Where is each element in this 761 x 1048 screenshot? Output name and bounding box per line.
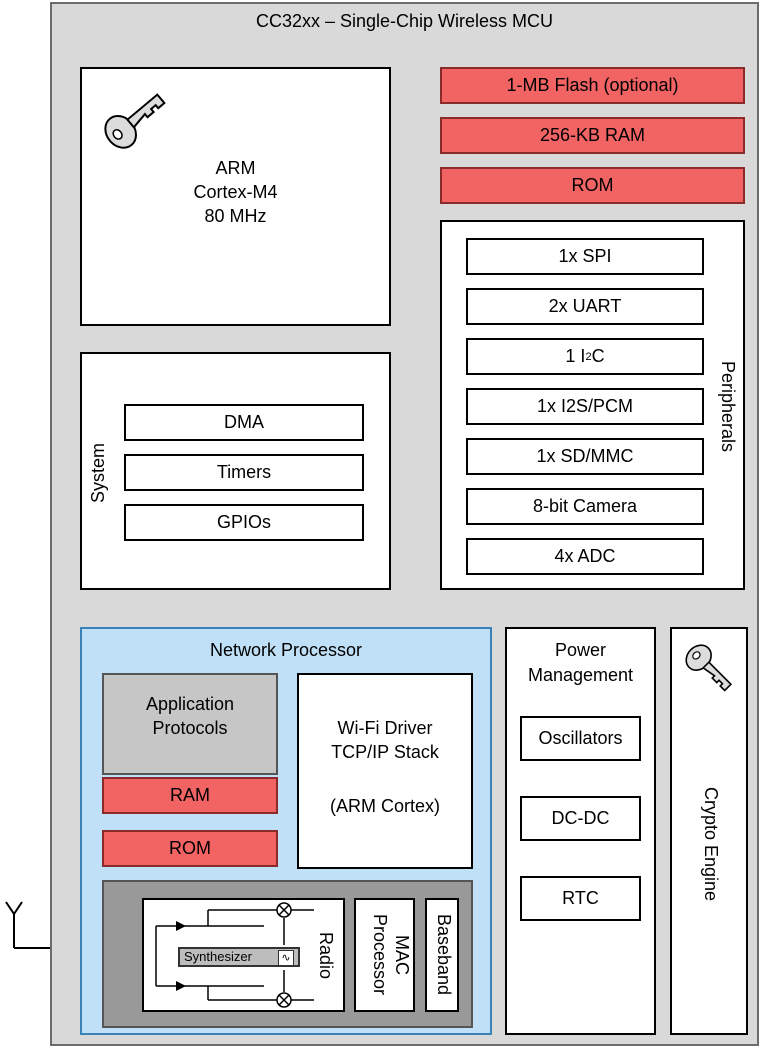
peripheral-spi: 1x SPI	[466, 238, 704, 275]
crypto-engine-block: Crypto Engine	[670, 627, 748, 1035]
ram-block: 256-KB RAM	[440, 117, 745, 154]
app-protocols-line2: Protocols	[152, 718, 228, 738]
rom-block: ROM	[440, 167, 745, 204]
peripheral-adc: 4x ADC	[466, 538, 704, 575]
radio-mixer-diagram	[155, 902, 314, 1008]
peripheral-i2s: 1x I2S/PCM	[466, 388, 704, 425]
system-gpios: GPIOs	[124, 504, 364, 541]
wifi-driver-line3: (ARM Cortex)	[329, 796, 440, 816]
np-rom-block: ROM	[102, 830, 278, 867]
app-protocols-block: Application Protocols	[102, 673, 278, 775]
baseband-label: Baseband	[434, 914, 454, 996]
radio-label: Radio	[316, 932, 336, 980]
system-dma: DMA	[124, 404, 364, 441]
network-title: Network Processor	[209, 640, 363, 660]
wifi-driver-line1: Wi-Fi Driver	[337, 718, 433, 738]
peripherals-label: Peripherals	[718, 361, 738, 453]
i2c-superscript: 2	[585, 350, 592, 363]
i2c-prefix: 1 I	[565, 346, 586, 366]
cpu-label-arm: ARM	[215, 158, 256, 178]
wifi-driver-block: Wi-Fi Driver TCP/IP Stack (ARM Cortex)	[297, 673, 473, 869]
np-ram-block: RAM	[102, 777, 278, 814]
i2c-suffix: C	[591, 346, 605, 366]
synthesizer-label: Synthesizer	[184, 949, 252, 964]
system-label: System	[88, 443, 108, 504]
system-timers: Timers	[124, 454, 364, 491]
oscillator-icon: ∿	[278, 950, 294, 966]
key-icon	[104, 93, 166, 149]
power-management-block: Power Management Oscillators DC-DC RTC	[505, 627, 656, 1035]
system-block: System DMA Timers GPIOs	[80, 352, 391, 590]
key-icon	[685, 644, 733, 692]
app-protocols-line1: Application	[145, 694, 235, 714]
baseband-block: Baseband	[425, 898, 459, 1012]
mac-label-line1: MAC	[392, 935, 412, 975]
crypto-engine-label: Crypto Engine	[701, 786, 721, 902]
cpu-label-core: Cortex-M4	[193, 182, 278, 202]
synthesizer-block: Synthesizer ∿	[178, 947, 300, 967]
cpu-label-freq: 80 MHz	[204, 206, 267, 226]
power-title-line1: Power	[554, 640, 607, 660]
power-rtc: RTC	[520, 876, 641, 921]
chip-title: CC32xx – Single-Chip Wireless MCU	[255, 11, 554, 31]
peripheral-uart: 2x UART	[466, 288, 704, 325]
mac-label-line2: Processor	[370, 914, 390, 996]
flash-block: 1-MB Flash (optional)	[440, 67, 745, 104]
network-processor-block: Network Processor Application Protocols …	[80, 627, 492, 1035]
power-dcdc: DC-DC	[520, 796, 641, 841]
peripheral-camera: 8-bit Camera	[466, 488, 704, 525]
peripheral-sdmmc: 1x SD/MMC	[466, 438, 704, 475]
cpu-block: ARM Cortex-M4 80 MHz	[80, 67, 391, 326]
power-title-line2: Management	[527, 665, 634, 685]
wifi-driver-line2: TCP/IP Stack	[331, 742, 439, 762]
radio-block: Synthesizer ∿ Radio	[142, 898, 345, 1012]
power-oscillators: Oscillators	[520, 716, 641, 761]
